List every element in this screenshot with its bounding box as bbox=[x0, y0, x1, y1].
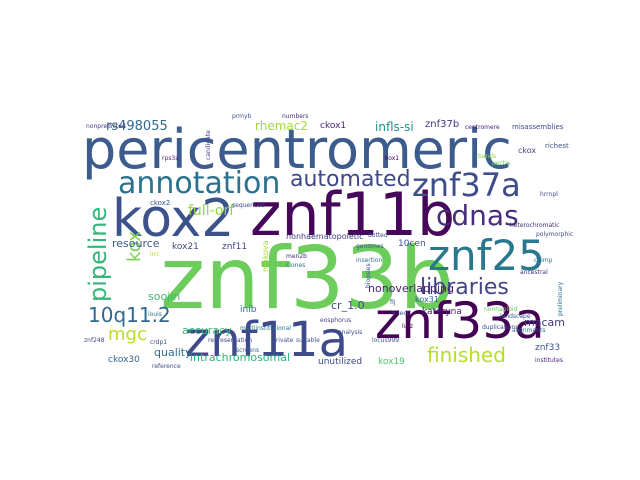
word-preliminary: preliminary bbox=[557, 281, 564, 316]
word-rps3a: rps3a bbox=[162, 155, 179, 162]
word-ancestral: ancestral bbox=[520, 269, 548, 276]
word-znf37b: znf37b bbox=[425, 119, 459, 130]
word-richest: richest bbox=[545, 142, 569, 150]
word-heterochromatic: heterochromatic bbox=[510, 222, 560, 229]
word-nonoverlapping: nonoverlapping bbox=[368, 282, 454, 295]
cloud-background bbox=[80, 105, 560, 375]
word-kox: kox bbox=[124, 231, 145, 262]
word-lrrc: lrrc bbox=[150, 251, 160, 258]
word-ckox: ckox bbox=[518, 146, 536, 155]
word-alignments: alignments bbox=[512, 327, 545, 334]
word-automated: automated bbox=[290, 167, 411, 192]
word-makova: makova bbox=[261, 240, 270, 272]
word-landscape: landscape bbox=[500, 313, 531, 320]
word-znf11a: znf11a bbox=[185, 312, 348, 368]
word-locus999: locus999 bbox=[372, 337, 399, 344]
word-macam: macam bbox=[524, 316, 565, 329]
word-cr_1.0: cr_1.0 bbox=[331, 299, 365, 312]
word-znf33b: znf33b bbox=[160, 229, 454, 329]
word-bands: bands bbox=[478, 153, 496, 160]
word-znf37a: znf37a bbox=[412, 166, 521, 204]
word-znf11: znf11 bbox=[222, 242, 247, 252]
word-louis: louis bbox=[148, 311, 162, 318]
word-suitable: suitable bbox=[296, 337, 320, 344]
word-accuracy: accuracy bbox=[182, 324, 232, 337]
word-fij: fij bbox=[390, 299, 396, 306]
word-10cen: 10cen bbox=[398, 239, 426, 249]
word-soojin: soojin bbox=[148, 290, 180, 303]
word-pipeline: pipeline bbox=[84, 207, 112, 302]
word-candidate: candidate bbox=[205, 130, 212, 160]
word-numbers: numbers bbox=[282, 113, 309, 120]
word-5'-ect: 5'-ect bbox=[392, 310, 410, 317]
word-representation: representation bbox=[208, 337, 252, 344]
word-pectin: pectin bbox=[492, 160, 511, 167]
word-rhemac2: rhemac2 bbox=[255, 119, 308, 133]
word-misassemblies: misassemblies bbox=[512, 123, 564, 131]
word-znf33: znf33 bbox=[535, 343, 560, 353]
word-duplications: duplications bbox=[482, 324, 518, 331]
word-sequenced: sequenced bbox=[232, 202, 265, 209]
word-institutes: institutes bbox=[535, 357, 563, 364]
word-kox1: kox1 bbox=[385, 155, 399, 162]
word-nonhaematopoietic: nonhaematopoietic bbox=[286, 232, 364, 241]
word-dotted: dotted bbox=[368, 232, 388, 239]
word-biopsies: biopsies bbox=[365, 263, 372, 288]
word-pericentromeric: pericentromeric bbox=[82, 118, 512, 181]
word-multiinstitutional: multiinstitutional bbox=[240, 325, 291, 332]
word-kateryna: kateryna bbox=[422, 307, 462, 317]
word-polymorphic: polymorphic bbox=[536, 231, 573, 238]
word-insertion: insertion bbox=[356, 257, 382, 264]
word-rs498055: rs498055 bbox=[106, 119, 168, 134]
word-resource: resource bbox=[112, 237, 160, 250]
word-znf33a: znf33a bbox=[375, 292, 545, 350]
word-screens: screens bbox=[236, 347, 259, 354]
word-mgc: mgc bbox=[108, 324, 147, 345]
word-nonpredicted: nonpredicted bbox=[86, 123, 126, 130]
word-clones: clones bbox=[286, 262, 305, 269]
word-annotation: annotation bbox=[118, 166, 280, 201]
word-znf11b: znf11b bbox=[250, 180, 455, 250]
word-private: private bbox=[272, 337, 294, 344]
word-finished: finished bbox=[427, 343, 506, 367]
word-znf25: znf25 bbox=[428, 231, 545, 280]
word-cdnas: cdnas bbox=[436, 199, 519, 232]
word-kox31: kox31 bbox=[415, 295, 439, 304]
word-kox19: kox19 bbox=[378, 357, 405, 367]
word-eosphorus: eosphorus bbox=[320, 317, 351, 324]
word-prmyb: prmyb bbox=[232, 113, 252, 120]
word-znf248: znf248 bbox=[84, 337, 105, 344]
word-ckox1: ckox1 bbox=[320, 121, 346, 131]
word-infls-si: infls-si bbox=[375, 120, 414, 134]
word-hrrnpl: hrrnpl bbox=[540, 191, 558, 198]
word-libraries: libraries bbox=[420, 275, 509, 300]
word-crdp1: crdp1 bbox=[150, 339, 167, 346]
word-quality: quality bbox=[154, 346, 192, 359]
word-unutilized: unutilized bbox=[318, 357, 362, 367]
word-inib: inib bbox=[240, 305, 257, 315]
word-kox21: kox21 bbox=[172, 242, 199, 252]
word-centromere: centromere bbox=[465, 124, 500, 131]
word-nonhaploid: nonhaploid bbox=[484, 306, 518, 313]
word-lutz: lutz bbox=[402, 323, 413, 330]
word-ckox2: ckox2 bbox=[150, 199, 170, 207]
word-chimp: chimp bbox=[534, 257, 553, 264]
word-kox2: kox2 bbox=[112, 189, 234, 249]
word-full-orf: full-orf bbox=[188, 203, 235, 219]
word-men2b: men2b bbox=[286, 253, 307, 260]
word-analysis: analysis bbox=[338, 329, 362, 336]
word-10q11.2: 10q11.2 bbox=[88, 303, 171, 327]
word-genomes: genomes bbox=[356, 243, 384, 250]
word-ckox30: ckox30 bbox=[108, 355, 140, 365]
word-reference: reference bbox=[152, 363, 181, 370]
word-intrachromosomal: intrachromosomal bbox=[190, 351, 290, 364]
